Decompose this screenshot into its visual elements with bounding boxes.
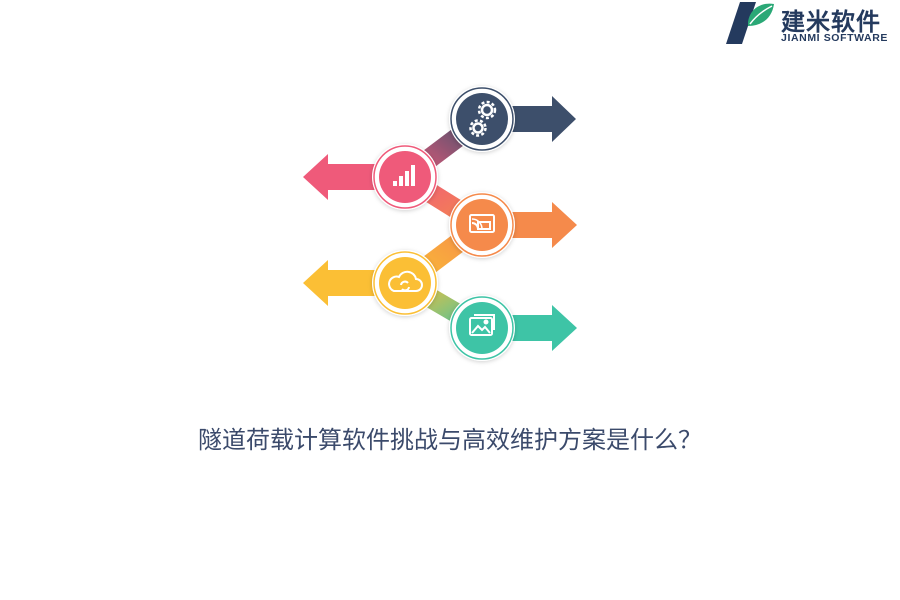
steps-infographic — [303, 86, 577, 361]
bar-chart-icon — [393, 165, 415, 186]
screen-cast-icon — [469, 214, 495, 233]
cloud-sync-icon — [388, 270, 423, 292]
brand-logo: 建米软件 JIANMI SOFTWARE — [726, 0, 900, 48]
brand-name-en: JIANMI SOFTWARE — [781, 32, 889, 44]
step-arrow-4 — [303, 260, 378, 306]
jianmi-leaf-logo-icon — [726, 2, 774, 44]
step-node-3 — [449, 192, 515, 258]
page-title: 隧道荷载计算软件挑战与高效维护方案是什么？ — [198, 426, 702, 454]
step-arrow-1 — [510, 96, 576, 142]
step-node-5 — [449, 295, 515, 361]
step-arrow-3 — [510, 202, 577, 248]
brand-name-cn: 建米软件 — [781, 8, 881, 36]
step-node-4 — [372, 250, 438, 316]
step-arrow-5 — [510, 305, 577, 351]
step-arrow-2 — [303, 154, 378, 200]
step-node-1 — [449, 86, 515, 152]
image-gallery-icon — [469, 314, 495, 336]
step-node-2 — [372, 144, 438, 210]
gears-icon — [469, 100, 497, 137]
